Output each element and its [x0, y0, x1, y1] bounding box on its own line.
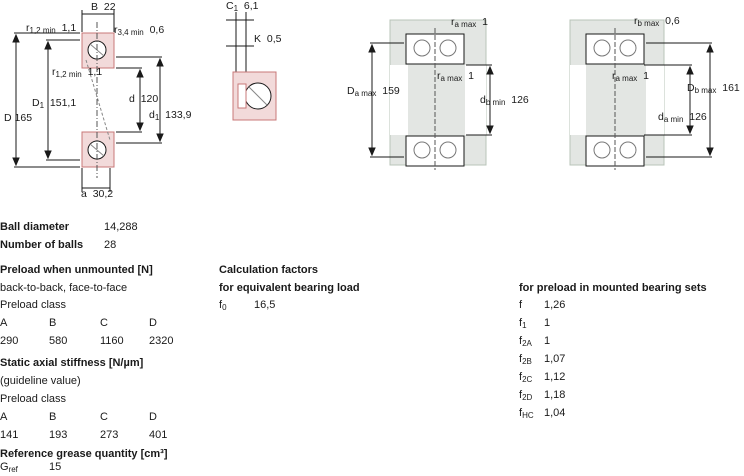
calc-equiv-title: for equivalent bearing load: [219, 282, 360, 294]
dim-r12min-label: r1,2 min 1,1: [26, 22, 77, 35]
factor-f2d-symbol: f2D: [519, 389, 533, 402]
preload-class-b: B: [49, 317, 57, 329]
factor-f2c-symbol: f2C: [519, 371, 533, 384]
mounted-title: for preload in mounted bearing sets: [519, 282, 707, 294]
preload-class-d: D: [149, 317, 157, 329]
factor-f2a-value: 1: [544, 335, 551, 347]
dim-c1-label: C1 6,1: [226, 0, 259, 13]
factor-f1-value: 1: [544, 317, 551, 329]
stiffness-value-b: 193: [49, 429, 68, 441]
dim-damax-label: Da max 159: [347, 85, 400, 98]
dim-dbmin-label: db min 126: [480, 94, 529, 107]
ball-diameter-value: 14,288: [104, 221, 138, 233]
preload-arrangement: back-to-back, face-to-face: [0, 282, 128, 294]
dim-d-outer-label: D 165: [4, 112, 33, 124]
stiffness-value-c: 273: [100, 429, 119, 441]
factor-f2b-symbol: f2B: [519, 353, 532, 366]
stiffness-title: Static axial stiffness [N/µm]: [0, 357, 144, 369]
dim-d-inner-label: d 120: [129, 93, 159, 105]
preload-class-c: C: [100, 317, 108, 329]
ball-diameter-label: Ball diameter: [0, 221, 70, 233]
factor-f-symbol: f: [519, 299, 523, 311]
preload-title: Preload when unmounted [N]: [0, 264, 153, 276]
dim-d1-inner-label: d1 133,9: [149, 109, 192, 122]
stiffness-class-c: C: [100, 411, 108, 423]
preload-class-a: A: [0, 317, 8, 329]
factor-f2a-symbol: f2A: [519, 335, 532, 348]
stiffness-note: (guideline value): [0, 375, 81, 387]
preload-value-a: 290: [0, 335, 19, 347]
grease-value: 15: [49, 461, 62, 473]
dim-ramax-right-label: ra max 1: [612, 70, 649, 83]
mounting-arrangement-b: [569, 19, 714, 170]
dim-k-label: K 0,5: [254, 33, 282, 45]
dim-ramax-top-label: ra max 1: [451, 16, 488, 29]
bearing-drawings: [12, 10, 714, 192]
grease-title: Reference grease quantity [cm³]: [0, 448, 168, 460]
dim-dbmax-label: Db max 161: [687, 82, 740, 95]
dim-r12min-inner-label: r1,2 min 1,1: [52, 66, 103, 79]
dim-r34min-label: r3,4 min 0,6: [114, 24, 165, 37]
factor-f2c-value: 1,12: [544, 371, 566, 383]
grease-symbol: Gref: [0, 461, 18, 474]
factor-f2b-value: 1,07: [544, 353, 566, 365]
factor-f1-symbol: f1: [519, 317, 527, 330]
dim-ramax-mid-label: ra max 1: [437, 70, 474, 83]
stiffness-class-d: D: [149, 411, 157, 423]
dim-rbmax-top-label: rb max 0,6: [634, 15, 680, 28]
stiffness-value-d: 401: [149, 429, 168, 441]
dim-b-label: B 22: [91, 1, 116, 13]
dim-damin-label: da min 126: [658, 111, 707, 124]
number-of-balls-value: 28: [104, 239, 117, 251]
stiffness-class-a: A: [0, 411, 8, 423]
calc-title: Calculation factors: [219, 264, 319, 276]
preload-value-d: 2320: [149, 335, 174, 347]
stiffness-class-label: Preload class: [0, 393, 67, 405]
dim-a-label: a 30,2: [81, 188, 114, 200]
bearing-detail-view: [226, 12, 277, 121]
bearing-cross-section: [12, 10, 164, 192]
preload-value-b: 580: [49, 335, 68, 347]
factor-f-value: 1,26: [544, 299, 566, 311]
factor-f2d-value: 1,18: [544, 389, 566, 401]
factor-fhc-symbol: fHC: [519, 407, 534, 420]
factor-fhc-value: 1,04: [544, 407, 566, 419]
mounting-arrangement-a: [368, 19, 494, 170]
preload-class-label: Preload class: [0, 299, 67, 311]
dim-d1-outer-label: D1 151,1: [32, 97, 77, 110]
preload-value-c: 1160: [100, 335, 124, 347]
f0-symbol: f0: [219, 299, 227, 312]
f0-value: 16,5: [254, 299, 276, 311]
number-of-balls-label: Number of balls: [0, 239, 84, 251]
stiffness-class-b: B: [49, 411, 57, 423]
stiffness-value-a: 141: [0, 429, 19, 441]
